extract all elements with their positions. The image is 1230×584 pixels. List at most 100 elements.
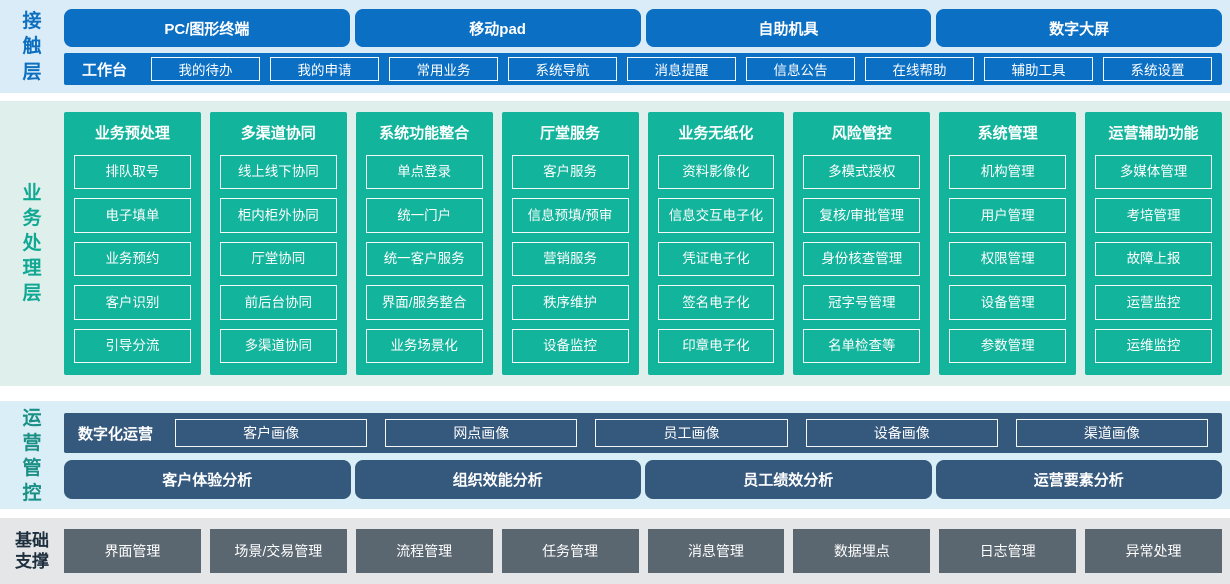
portrait-button-customer[interactable]: 客户画像 bbox=[175, 419, 368, 447]
business-item[interactable]: 厅堂协同 bbox=[219, 241, 337, 277]
business-column-title: 运营辅助功能 bbox=[1108, 125, 1199, 142]
business-item[interactable]: 电子填单 bbox=[74, 198, 191, 233]
foundation-button-exception-handling[interactable]: 异常处理 bbox=[1085, 529, 1222, 573]
analysis-button-ops-factors[interactable]: 运营要素分析 bbox=[935, 460, 1222, 499]
business-item[interactable]: 客户识别 bbox=[74, 285, 191, 320]
business-columns: 业务预处理 排队取号 电子填单 业务预约 客户识别 引导分流 多渠道协同 线上线… bbox=[64, 112, 1222, 375]
business-column-multichannel: 多渠道协同 线上线下协同 柜内柜外协同 厅堂协同 前后台协同 多渠道协同 bbox=[209, 112, 347, 375]
workbench-button-online-help[interactable]: 在线帮助 bbox=[865, 57, 975, 81]
workbench-button-announcements[interactable]: 信息公告 bbox=[746, 57, 856, 81]
business-item[interactable]: 考培管理 bbox=[1095, 198, 1212, 233]
business-column-title: 厅堂服务 bbox=[540, 125, 601, 142]
section-foundation-support: 基础支撑 界面管理 场景/交易管理 流程管理 任务管理 消息管理 数据埋点 日志… bbox=[0, 518, 1230, 584]
business-item[interactable]: 名单检查等 bbox=[803, 328, 921, 364]
foundation-button-data-tracking[interactable]: 数据埋点 bbox=[793, 529, 931, 573]
business-item[interactable]: 用户管理 bbox=[949, 198, 1067, 233]
foundation-button-ui-mgmt[interactable]: 界面管理 bbox=[64, 529, 201, 573]
workbench-button-notifications[interactable]: 消息提醒 bbox=[627, 57, 737, 81]
business-item[interactable]: 单点登录 bbox=[365, 155, 483, 190]
business-item[interactable]: 柜内柜外协同 bbox=[219, 198, 337, 233]
business-item[interactable]: 设备监控 bbox=[511, 328, 629, 364]
business-item[interactable]: 签名电子化 bbox=[657, 285, 775, 320]
business-column-title: 系统管理 bbox=[977, 125, 1038, 142]
foundation-button-process-mgmt[interactable]: 流程管理 bbox=[355, 529, 493, 573]
business-item[interactable]: 凭证电子化 bbox=[657, 241, 775, 277]
contact-layer-label: 接触层 bbox=[22, 11, 42, 83]
terminal-button-selfservice[interactable]: 自助机具 bbox=[645, 9, 932, 47]
business-layer-label: 业务处理层 bbox=[22, 182, 42, 305]
business-item[interactable]: 参数管理 bbox=[949, 328, 1067, 364]
business-item[interactable]: 复核/审批管理 bbox=[803, 198, 921, 233]
business-layer-label-col: 业务处理层 bbox=[0, 112, 64, 375]
workbench-button-common-business[interactable]: 常用业务 bbox=[389, 57, 499, 81]
business-item[interactable]: 统一门户 bbox=[365, 198, 483, 233]
business-item[interactable]: 界面/服务整合 bbox=[365, 285, 483, 320]
analysis-button-org-efficiency[interactable]: 组织效能分析 bbox=[354, 460, 641, 499]
foundation-button-scene-trade-mgmt[interactable]: 场景/交易管理 bbox=[209, 529, 347, 573]
analysis-button-employee-performance[interactable]: 员工绩效分析 bbox=[645, 460, 932, 499]
business-item[interactable]: 运营监控 bbox=[1095, 285, 1212, 320]
business-item[interactable]: 印章电子化 bbox=[657, 328, 775, 364]
business-column-preprocess: 业务预处理 排队取号 电子填单 业务预约 客户识别 引导分流 bbox=[64, 112, 201, 375]
business-column-lobby-service: 厅堂服务 客户服务 信息预填/预审 营销服务 秩序维护 设备监控 bbox=[501, 112, 639, 375]
business-column-title: 业务预处理 bbox=[94, 125, 170, 142]
terminal-button-pad[interactable]: 移动pad bbox=[354, 9, 641, 47]
business-item[interactable]: 线上线下协同 bbox=[219, 155, 337, 190]
business-item[interactable]: 资料影像化 bbox=[657, 155, 775, 190]
workbench-button-todo[interactable]: 我的待办 bbox=[151, 57, 261, 81]
business-column-title: 多渠道协同 bbox=[240, 125, 316, 142]
terminal-button-pc[interactable]: PC/图形终端 bbox=[64, 9, 350, 47]
contact-layer-label-col: 接触层 bbox=[0, 9, 64, 85]
analysis-button-customer-experience[interactable]: 客户体验分析 bbox=[64, 460, 351, 499]
business-item[interactable]: 统一客户服务 bbox=[365, 241, 483, 277]
business-item[interactable]: 设备管理 bbox=[949, 285, 1067, 320]
business-item[interactable]: 运维监控 bbox=[1095, 328, 1212, 364]
operations-label-col: 运营管控 bbox=[0, 408, 64, 504]
business-item[interactable]: 机构管理 bbox=[949, 155, 1067, 190]
portrait-button-device[interactable]: 设备画像 bbox=[805, 419, 998, 447]
business-item[interactable]: 客户服务 bbox=[511, 155, 629, 190]
business-item[interactable]: 排队取号 bbox=[74, 155, 191, 190]
portrait-button-channel[interactable]: 渠道画像 bbox=[1015, 419, 1209, 447]
business-item[interactable]: 权限管理 bbox=[949, 241, 1067, 277]
workbench-button-aux-tools[interactable]: 辅助工具 bbox=[984, 57, 1094, 81]
section-operations-control: 运营管控 数字化运营 客户画像 网点画像 员工画像 设备画像 渠道画像 客户体验… bbox=[0, 401, 1230, 509]
business-column-ops-aux: 运营辅助功能 多媒体管理 考培管理 故障上报 运营监控 运维监控 bbox=[1085, 112, 1222, 375]
business-item[interactable]: 业务场景化 bbox=[365, 328, 483, 364]
foundation-button-log-mgmt[interactable]: 日志管理 bbox=[939, 529, 1077, 573]
business-column-risk: 风险管控 多模式授权 复核/审批管理 身份核查管理 冠字号管理 名单检查等 bbox=[793, 112, 931, 375]
business-item[interactable]: 信息交互电子化 bbox=[657, 198, 775, 233]
foundation-button-message-mgmt[interactable]: 消息管理 bbox=[647, 529, 785, 573]
business-item[interactable]: 业务预约 bbox=[74, 241, 191, 277]
business-content: 业务预处理 排队取号 电子填单 业务预约 客户识别 引导分流 多渠道协同 线上线… bbox=[64, 112, 1230, 375]
analysis-row: 客户体验分析 组织效能分析 员工绩效分析 运营要素分析 bbox=[64, 460, 1222, 499]
business-item[interactable]: 前后台协同 bbox=[219, 285, 337, 320]
business-item[interactable]: 引导分流 bbox=[74, 328, 191, 364]
foundation-row: 界面管理 场景/交易管理 流程管理 任务管理 消息管理 数据埋点 日志管理 异常… bbox=[64, 529, 1222, 573]
section-business-layer: 业务处理层 业务预处理 排队取号 电子填单 业务预约 客户识别 引导分流 多渠道… bbox=[0, 101, 1230, 386]
business-item[interactable]: 多模式授权 bbox=[803, 155, 921, 190]
portrait-button-employee[interactable]: 员工画像 bbox=[595, 419, 788, 447]
business-column-title: 风险管控 bbox=[831, 125, 892, 142]
business-item[interactable]: 秩序维护 bbox=[511, 285, 629, 320]
business-item[interactable]: 营销服务 bbox=[511, 241, 629, 277]
business-item[interactable]: 多渠道协同 bbox=[219, 328, 337, 364]
portrait-button-branch[interactable]: 网点画像 bbox=[385, 419, 578, 447]
business-item[interactable]: 多媒体管理 bbox=[1095, 155, 1212, 190]
terminal-button-bigscreen[interactable]: 数字大屏 bbox=[936, 9, 1222, 47]
foundation-button-task-mgmt[interactable]: 任务管理 bbox=[501, 529, 639, 573]
workbench-button-navigation[interactable]: 系统导航 bbox=[508, 57, 618, 81]
business-item[interactable]: 身份核查管理 bbox=[803, 241, 921, 277]
workbench-bar: 工作台 我的待办 我的申请 常用业务 系统导航 消息提醒 信息公告 在线帮助 辅… bbox=[64, 53, 1222, 85]
business-item[interactable]: 故障上报 bbox=[1095, 241, 1212, 277]
workbench-button-applications[interactable]: 我的申请 bbox=[270, 57, 380, 81]
business-item[interactable]: 冠字号管理 bbox=[803, 285, 921, 320]
digital-ops-bar: 数字化运营 客户画像 网点画像 员工画像 设备画像 渠道画像 bbox=[64, 413, 1222, 453]
business-column-system-mgmt: 系统管理 机构管理 用户管理 权限管理 设备管理 参数管理 bbox=[939, 112, 1077, 375]
business-item[interactable]: 信息预填/预审 bbox=[511, 198, 629, 233]
workbench-button-settings[interactable]: 系统设置 bbox=[1103, 57, 1213, 81]
foundation-content: 界面管理 场景/交易管理 流程管理 任务管理 消息管理 数据埋点 日志管理 异常… bbox=[64, 529, 1230, 573]
business-column-integration: 系统功能整合 单点登录 统一门户 统一客户服务 界面/服务整合 业务场景化 bbox=[355, 112, 493, 375]
terminal-row: PC/图形终端 移动pad 自助机具 数字大屏 bbox=[64, 9, 1222, 47]
